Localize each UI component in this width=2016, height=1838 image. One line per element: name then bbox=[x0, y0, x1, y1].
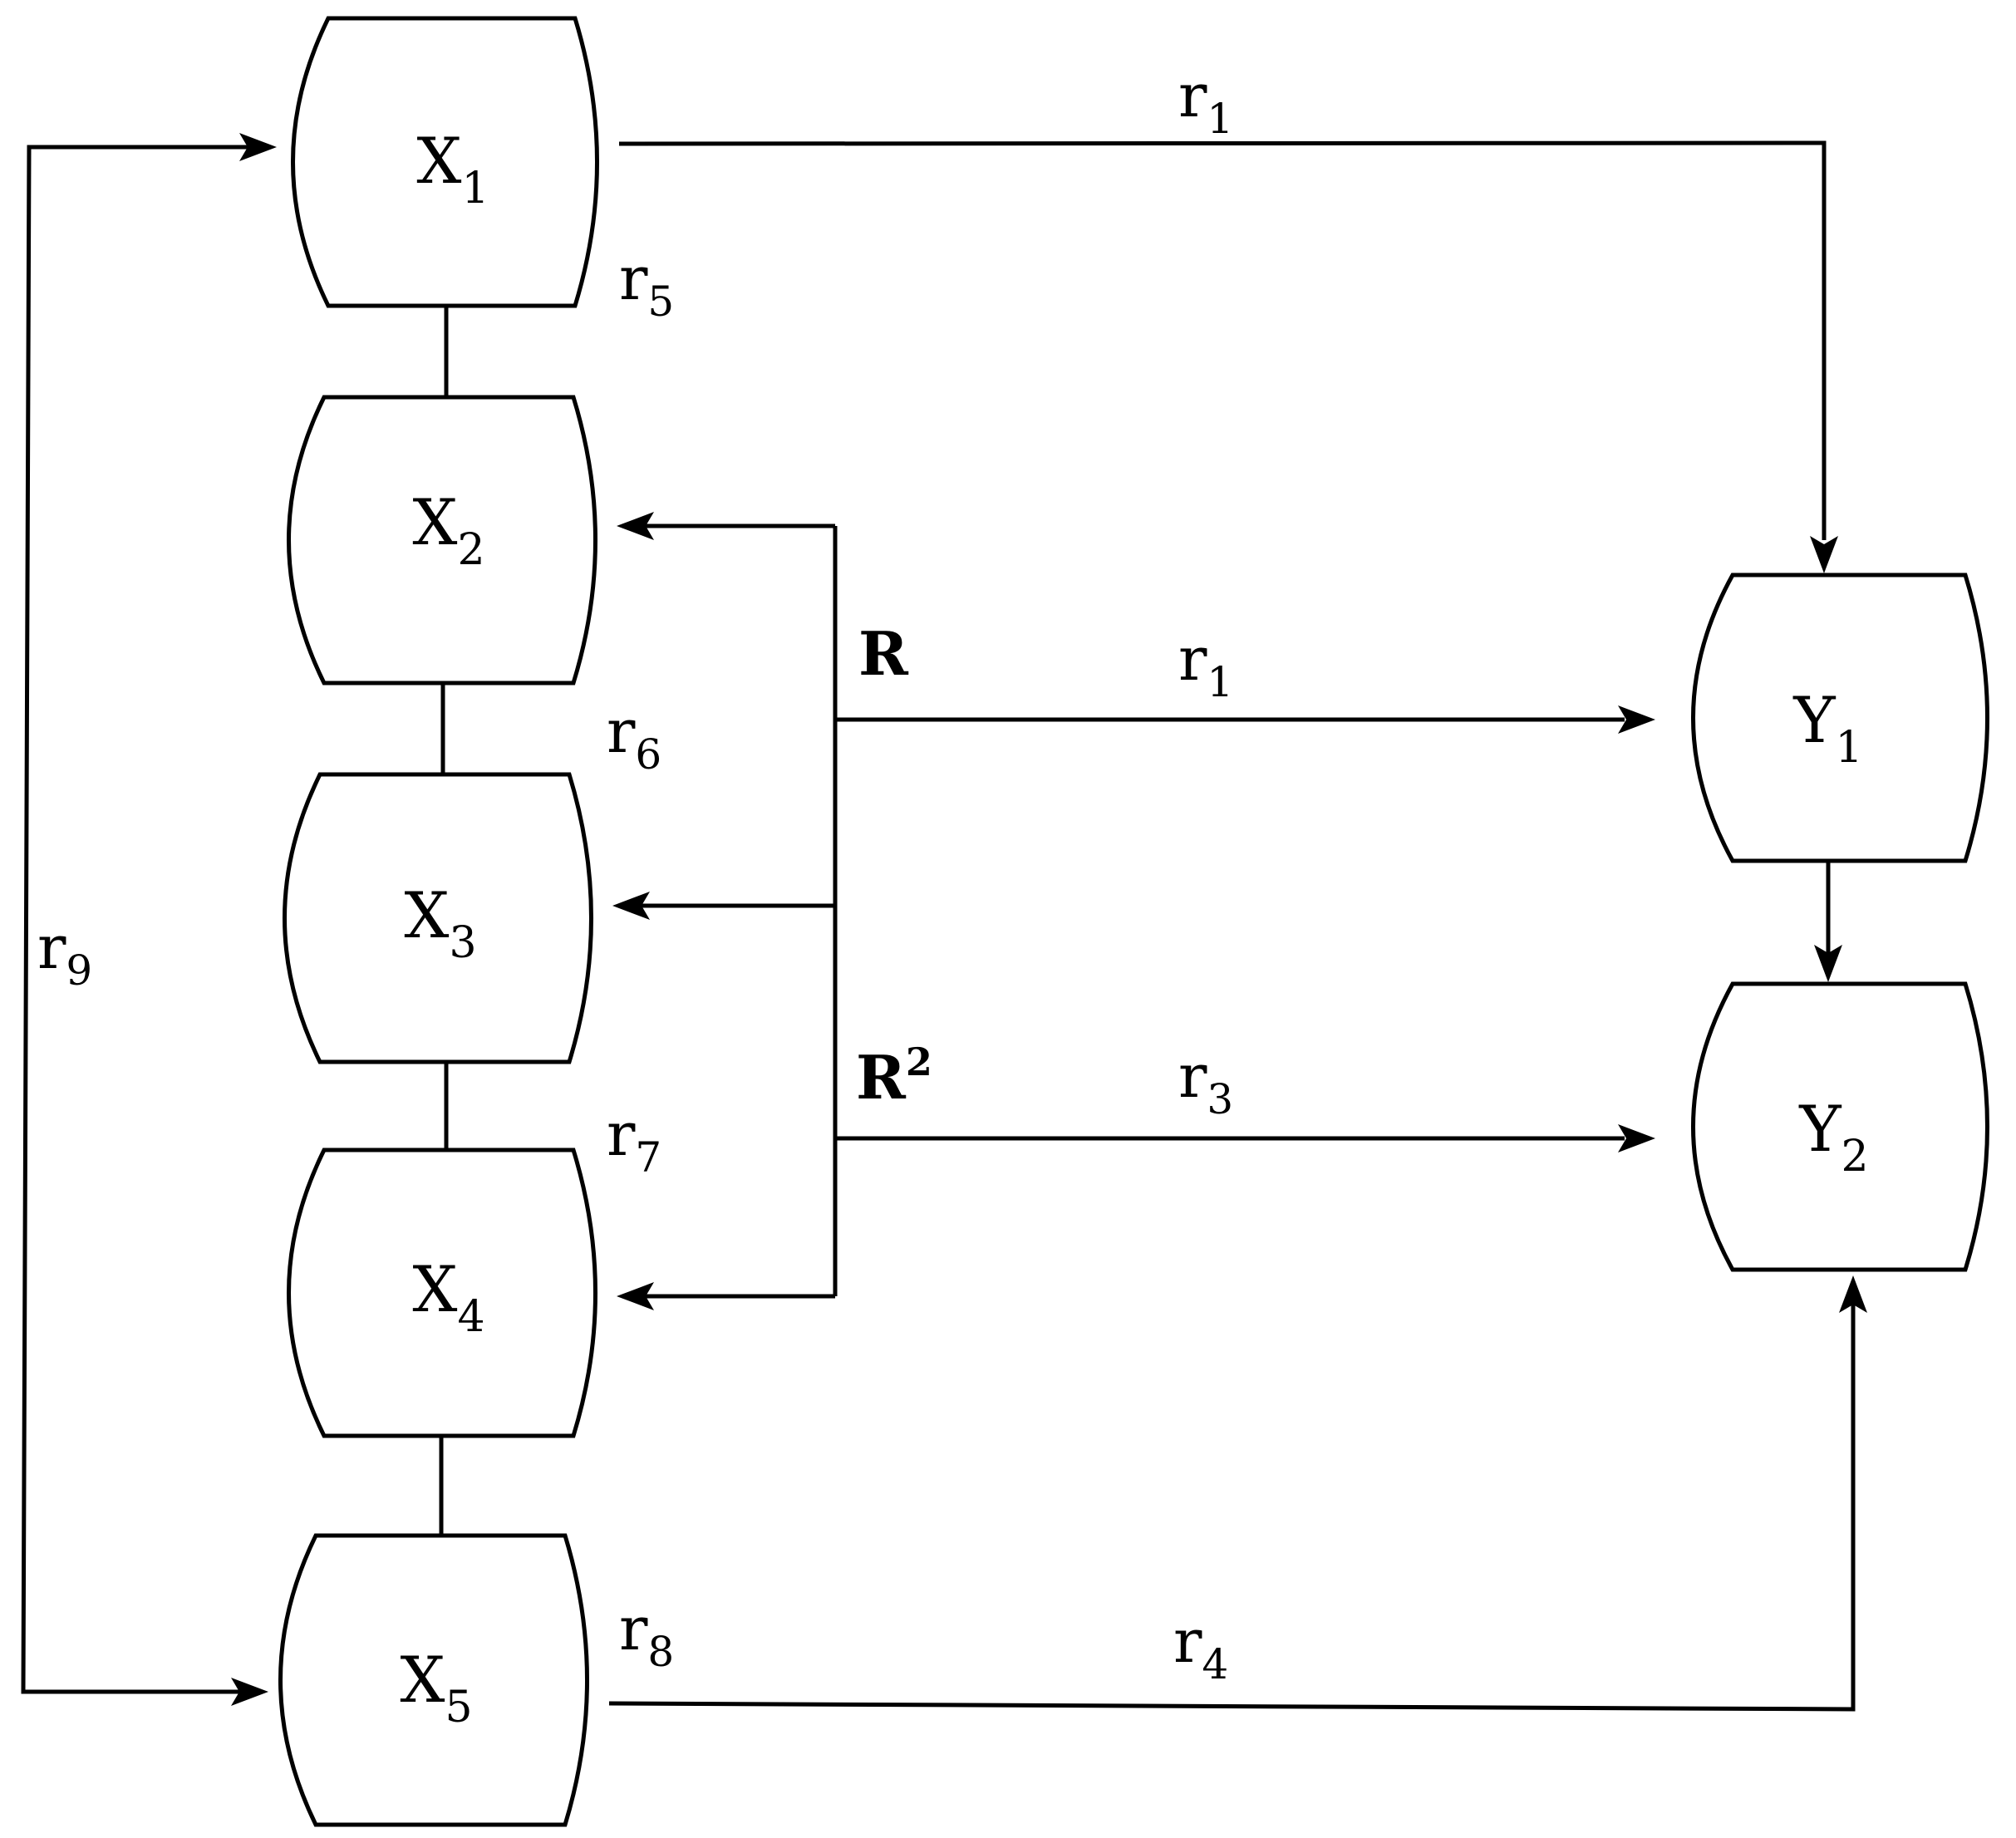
arrow-to-x2 bbox=[617, 512, 654, 540]
label-x1-to-y1: r bbox=[1178, 61, 1207, 130]
node-x3: X3 bbox=[283, 772, 593, 1064]
arrow-to-x5 bbox=[231, 1678, 268, 1706]
label-x4-x5-subscript: 8 bbox=[647, 1628, 674, 1676]
feedback-loop bbox=[21, 145, 249, 1694]
svg-text:r3: r3 bbox=[1178, 1041, 1233, 1123]
label-source-r-squared-exponent: 2 bbox=[906, 1039, 932, 1084]
svg-text:r1: r1 bbox=[1178, 61, 1233, 143]
node-x2-shape bbox=[287, 395, 597, 686]
node-x4-label: X bbox=[412, 1252, 457, 1326]
node-x4-subscript: 4 bbox=[458, 1292, 485, 1342]
node-x3-label: X bbox=[404, 878, 449, 952]
node-x5: X5 bbox=[278, 1533, 589, 1827]
svg-text:r1: r1 bbox=[1178, 624, 1233, 706]
label-x3-x4: r bbox=[607, 1099, 636, 1169]
svg-text:r4: r4 bbox=[1173, 1606, 1228, 1688]
svg-text:X1: X1 bbox=[416, 124, 489, 214]
node-y1-subscript: 1 bbox=[1836, 723, 1863, 773]
label-x2-x3: r bbox=[607, 696, 636, 766]
svg-text:r9: r9 bbox=[37, 912, 92, 995]
node-y2-shape bbox=[1691, 981, 1989, 1272]
node-x5-label: X bbox=[400, 1643, 445, 1717]
svg-text:X5: X5 bbox=[400, 1643, 472, 1732]
node-x5-subscript: 5 bbox=[445, 1683, 473, 1732]
svg-text:R2: R2 bbox=[856, 1039, 932, 1113]
label-x4-x5: r bbox=[619, 1594, 648, 1664]
label-x5-to-y2-subscript: 4 bbox=[1202, 1640, 1228, 1688]
node-y2-label: Y bbox=[1798, 1092, 1841, 1166]
label-x2-x3-subscript: 6 bbox=[635, 730, 661, 779]
svg-text:r8: r8 bbox=[619, 1594, 674, 1676]
label-r-to-y1-subscript: 1 bbox=[1207, 658, 1233, 706]
arrow-to-x3 bbox=[612, 892, 650, 920]
node-x4: X4 bbox=[287, 1148, 597, 1438]
label-feedback-subscript: 9 bbox=[66, 946, 92, 995]
node-y2-subscript: 2 bbox=[1841, 1132, 1869, 1182]
node-y1-shape bbox=[1691, 573, 1989, 863]
node-x1-shape bbox=[291, 16, 599, 308]
edge-x5-to-y2 bbox=[608, 1305, 1856, 1712]
arrow-to-y1-top bbox=[1810, 536, 1838, 573]
node-x3-subscript: 3 bbox=[450, 918, 477, 968]
label-x1-x2-subscript: 5 bbox=[647, 278, 674, 326]
svg-text:r5: r5 bbox=[619, 243, 674, 326]
svg-text:X2: X2 bbox=[412, 485, 484, 575]
arrow-to-x1 bbox=[239, 133, 277, 161]
edge-x1-to-y1 bbox=[618, 140, 1827, 540]
label-feedback: r bbox=[37, 912, 66, 982]
arrow-to-y1-left bbox=[1618, 705, 1655, 734]
svg-text:Y1: Y1 bbox=[1792, 683, 1862, 773]
arrow-to-y2-left bbox=[1618, 1124, 1655, 1152]
node-x1-label: X bbox=[416, 124, 461, 198]
node-x5-shape bbox=[278, 1533, 589, 1827]
node-y1-label: Y bbox=[1792, 683, 1836, 757]
label-x3-x4-subscript: 7 bbox=[635, 1133, 661, 1182]
label-x5-to-y2: r bbox=[1173, 1606, 1202, 1676]
label-source-r-squared: R bbox=[856, 1042, 907, 1113]
node-x1-subscript: 1 bbox=[462, 164, 489, 214]
svg-text:X3: X3 bbox=[404, 878, 476, 968]
node-x4-shape bbox=[287, 1148, 597, 1438]
node-y2: Y2 bbox=[1691, 981, 1989, 1272]
label-r2-to-y2-subscript: 3 bbox=[1207, 1075, 1233, 1123]
svg-text:X4: X4 bbox=[412, 1252, 484, 1342]
label-r-to-y1: r bbox=[1178, 624, 1207, 694]
svg-text:r6: r6 bbox=[607, 696, 661, 779]
node-y1: Y1 bbox=[1691, 573, 1989, 863]
node-x2: X2 bbox=[287, 395, 597, 686]
arrow-to-x4 bbox=[617, 1282, 654, 1310]
svg-text:Y2: Y2 bbox=[1798, 1092, 1868, 1182]
label-source-r: R bbox=[858, 618, 909, 689]
arrow-to-y2-bottom bbox=[1839, 1275, 1867, 1313]
node-x2-subscript: 2 bbox=[458, 525, 485, 575]
label-r2-to-y2: r bbox=[1178, 1041, 1207, 1111]
node-x1: X1 bbox=[291, 16, 599, 308]
arrow-to-y2-top bbox=[1814, 945, 1842, 982]
node-x2-label: X bbox=[412, 485, 457, 559]
svg-text:r7: r7 bbox=[607, 1099, 661, 1182]
label-x1-to-y1-subscript: 1 bbox=[1207, 95, 1233, 143]
label-x1-x2: r bbox=[619, 243, 648, 313]
